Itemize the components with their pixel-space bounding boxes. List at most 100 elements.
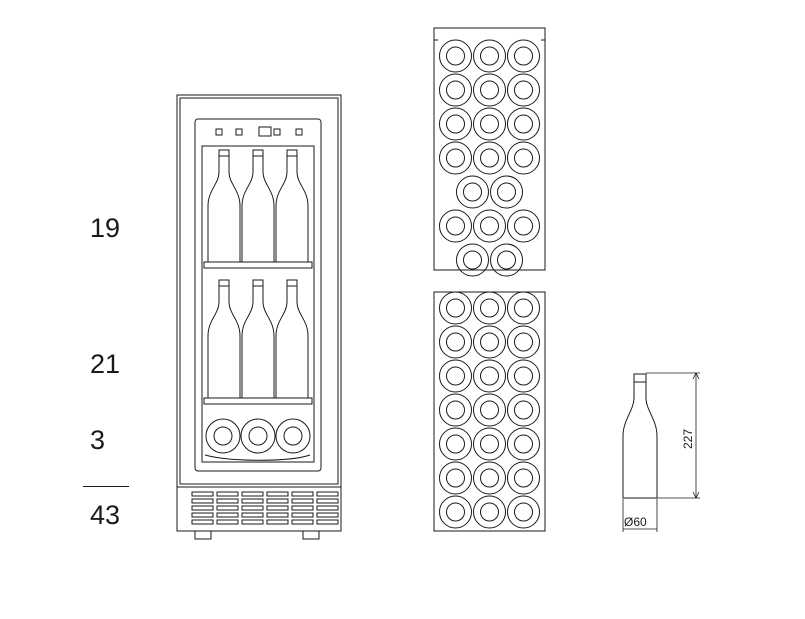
grille-slot xyxy=(291,505,314,511)
bottle-end xyxy=(439,107,472,141)
bottle-end xyxy=(439,209,472,243)
bottle-end xyxy=(507,107,540,141)
height-arrows xyxy=(692,372,700,499)
bottle-end xyxy=(439,461,472,495)
grille-slot xyxy=(216,505,239,511)
bottle-end xyxy=(490,243,523,277)
bottle-end xyxy=(473,141,506,175)
bottle-end xyxy=(473,461,506,495)
light-button-icon xyxy=(235,128,243,136)
grille-slot xyxy=(291,512,314,518)
top-bottle-rack xyxy=(433,27,546,277)
bottle-dimension-drawing xyxy=(622,372,700,532)
grille-slot xyxy=(316,512,339,518)
bottom-shelf-bottles xyxy=(204,418,311,461)
bottle-end xyxy=(473,209,506,243)
bottle-end xyxy=(456,175,489,209)
standing-bottle xyxy=(275,279,309,399)
total-divider-line xyxy=(83,486,129,487)
grille-slot xyxy=(191,519,214,525)
standing-bottle xyxy=(207,279,241,399)
bottle-end xyxy=(507,73,540,107)
bottle-end xyxy=(473,73,506,107)
bottle-end xyxy=(439,359,472,393)
bottom-tray xyxy=(204,454,311,461)
bottle-end xyxy=(507,141,540,175)
bottle-end xyxy=(439,325,472,359)
bottle-end xyxy=(439,141,472,175)
top-rack-bottle-ends xyxy=(439,39,540,277)
up-button-icon xyxy=(273,128,281,136)
bottle-end xyxy=(439,495,472,529)
grille-slot xyxy=(316,505,339,511)
middle-shelf-capacity: 21 xyxy=(90,349,121,379)
glass-door-frame xyxy=(194,118,322,472)
grille-slot xyxy=(241,519,264,525)
bottle-end xyxy=(507,39,540,73)
grille-slot xyxy=(266,512,289,518)
grille-slot xyxy=(266,519,289,525)
bottle-end xyxy=(439,291,472,325)
temperature-display xyxy=(258,126,272,137)
grille-slot xyxy=(241,512,264,518)
power-button-icon xyxy=(215,128,223,136)
bottom-rack-bottle-ends xyxy=(439,291,540,529)
bottle-end xyxy=(473,39,506,73)
cabinet-inner-frame xyxy=(179,97,339,485)
bottle-end xyxy=(456,243,489,277)
grille-slot xyxy=(241,498,264,504)
bottle-end xyxy=(473,107,506,141)
top-shelf-capacity: 19 xyxy=(90,213,121,243)
ventilation-grille xyxy=(191,491,339,525)
bottle-end xyxy=(507,427,540,461)
bottom-bottle-rack xyxy=(433,291,546,532)
grille-slot xyxy=(316,519,339,525)
standing-bottles xyxy=(207,149,309,399)
grille-slot xyxy=(216,519,239,525)
grille-slot xyxy=(266,491,289,497)
bottle-end xyxy=(507,209,540,243)
grille-slot xyxy=(241,491,264,497)
shelf-top xyxy=(203,261,313,269)
reference-bottle xyxy=(622,373,658,499)
bottle-end xyxy=(473,393,506,427)
control-panel xyxy=(215,126,303,137)
bottle-height-label: 227 xyxy=(681,429,695,449)
grille-slot xyxy=(191,505,214,511)
grille-slot xyxy=(316,491,339,497)
bottle-end xyxy=(439,39,472,73)
bottle-end xyxy=(507,291,540,325)
grille-slot xyxy=(291,519,314,525)
glass-door-window xyxy=(201,145,315,463)
top-rack-outline xyxy=(433,27,546,271)
bottle-end xyxy=(473,325,506,359)
standing-bottle xyxy=(241,279,275,399)
grille-slot xyxy=(266,505,289,511)
lying-bottle xyxy=(275,418,311,454)
grille-slot xyxy=(216,512,239,518)
bottle-end xyxy=(473,359,506,393)
bottle-end xyxy=(490,175,523,209)
shelf-middle xyxy=(203,397,313,405)
bottom-rack-outline xyxy=(433,291,546,532)
bottle-end xyxy=(439,427,472,461)
grille-slot xyxy=(241,505,264,511)
bottle-end xyxy=(439,393,472,427)
left-foot xyxy=(194,530,212,540)
bottle-end xyxy=(473,291,506,325)
grille-slot xyxy=(291,498,314,504)
lying-bottle xyxy=(205,418,241,454)
grille-slot xyxy=(216,498,239,504)
bottom-shelf-capacity: 3 xyxy=(90,425,106,455)
down-button-icon xyxy=(295,128,303,136)
bottle-end xyxy=(507,325,540,359)
bottle-diameter-label: Ø60 xyxy=(624,515,647,529)
grille-slot xyxy=(316,498,339,504)
standing-bottle xyxy=(241,149,275,263)
bottle-end xyxy=(439,73,472,107)
bottle-end xyxy=(507,461,540,495)
bottle-end xyxy=(507,359,540,393)
right-foot xyxy=(302,530,320,540)
grille-slot xyxy=(291,491,314,497)
